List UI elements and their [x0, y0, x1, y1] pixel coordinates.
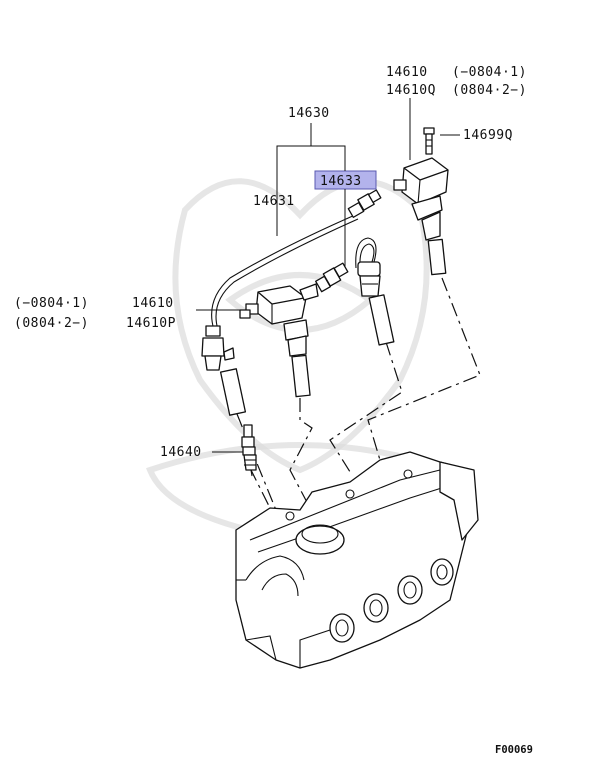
label-wire-part: 14631 [253, 194, 295, 209]
label-highlight-part[interactable]: 14633 [320, 174, 362, 189]
label-coil-left-range: (−0804·1) [14, 296, 89, 311]
coil-connector [315, 262, 349, 293]
cylinder-head-cover [235, 451, 479, 669]
spark-plug [241, 424, 257, 477]
wire-boot-left [201, 325, 247, 416]
label-coil-left-part-alt: 14610P [126, 316, 176, 331]
middle-boot [355, 237, 395, 346]
label-coil-left-part: 14610 [132, 296, 174, 311]
label-bolt-part: 14699Q [463, 128, 513, 143]
ignition-coil-right [393, 157, 449, 276]
label-coil-right-range-alt: (0804·2−) [452, 83, 527, 98]
label-coil-right-part-alt: 14610Q [386, 83, 436, 98]
label-coil-right-range: (−0804·1) [452, 65, 527, 80]
label-coil-left-range-alt: (0804·2−) [14, 316, 89, 331]
label-coil-right-part: 14610 [386, 65, 428, 80]
figure-code: F00069 [495, 744, 533, 756]
ignition-coil-left [239, 283, 319, 398]
ignition-wire [201, 189, 382, 416]
coil-bolt [423, 127, 435, 155]
label-plug-part: 14640 [160, 445, 202, 460]
wire-boot-top [347, 189, 382, 218]
label-wire-set-part: 14630 [288, 106, 330, 121]
